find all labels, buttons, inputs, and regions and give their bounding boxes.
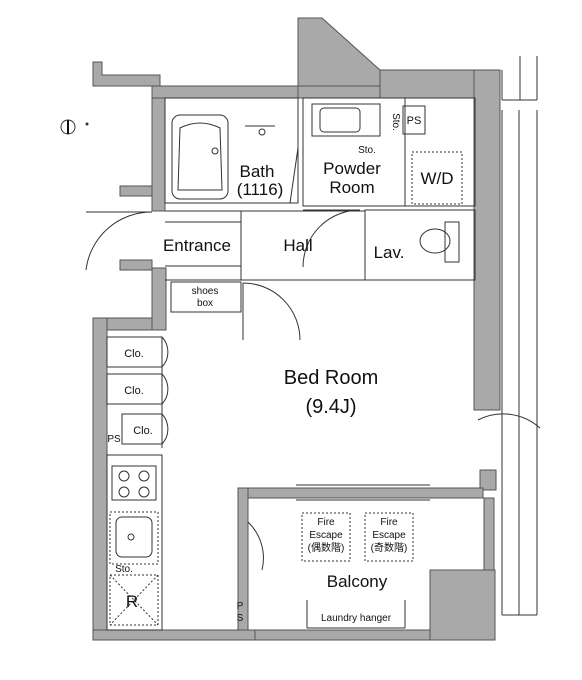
bathtub-icon — [171, 114, 229, 200]
door-swings — [85, 147, 541, 571]
bed-room-size-label: (9.4J) — [305, 396, 356, 418]
lav-label: Lav. — [374, 243, 405, 262]
entrance-label: Entrance — [163, 236, 231, 255]
fire-escape-2-line2: Escape — [372, 530, 406, 541]
sink-icon — [109, 511, 159, 565]
fire-escape-1-line2: Escape — [309, 530, 343, 541]
fire-escape-1-line3: (偶数階) — [308, 541, 345, 554]
ps-balcony-label-2: S — [237, 613, 244, 624]
fire-escape-2-line3: (奇数階) — [371, 541, 408, 554]
shoes-box-label-2: box — [197, 298, 213, 309]
fixture-labels: shoes box Clo. Clo. Clo. PS PS P S Sto. … — [107, 113, 421, 624]
bath-size-label: (1116) — [237, 180, 284, 199]
sto-kitchen-label: Sto. — [115, 564, 133, 575]
railing — [501, 56, 538, 616]
ps-left-label: PS — [107, 434, 121, 445]
bath-label: Bath — [240, 162, 275, 181]
toilet-icon — [419, 221, 460, 263]
closet-label-1: Clo. — [124, 348, 144, 360]
closet-label-3: Clo. — [133, 425, 153, 437]
sto-powder-label: Sto. — [358, 145, 376, 156]
ps-top-label: PS — [407, 115, 422, 127]
walls — [92, 17, 501, 641]
ps-balcony-label-1: P — [237, 601, 244, 612]
bed-room-label: Bed Room — [284, 367, 379, 389]
interior-lines — [106, 97, 476, 631]
fire-escape-2-line1: Fire — [380, 517, 398, 528]
fire-escape-1-line1: Fire — [317, 517, 335, 528]
room-labels: Bath (1116) Powder Room W/D Entrance Hal… — [163, 159, 454, 591]
wd-label: W/D — [420, 169, 453, 188]
stove-icon — [111, 465, 157, 501]
refrigerator-label: R — [126, 592, 138, 611]
powder-room-label-1: Powder — [323, 159, 381, 178]
shoes-box-label-1: shoes — [192, 286, 219, 297]
sto-vertical-label: Sto. — [390, 113, 401, 131]
laundry-hanger-label: Laundry hanger — [321, 613, 392, 624]
closet-label-2: Clo. — [124, 385, 144, 397]
hall-label: Hall — [283, 236, 312, 255]
powder-room-label-2: Room — [329, 178, 374, 197]
powder-sink-icon — [311, 103, 381, 137]
balcony-label: Balcony — [327, 572, 388, 591]
shower-icon — [245, 125, 275, 136]
north-compass-icon — [60, 119, 89, 135]
